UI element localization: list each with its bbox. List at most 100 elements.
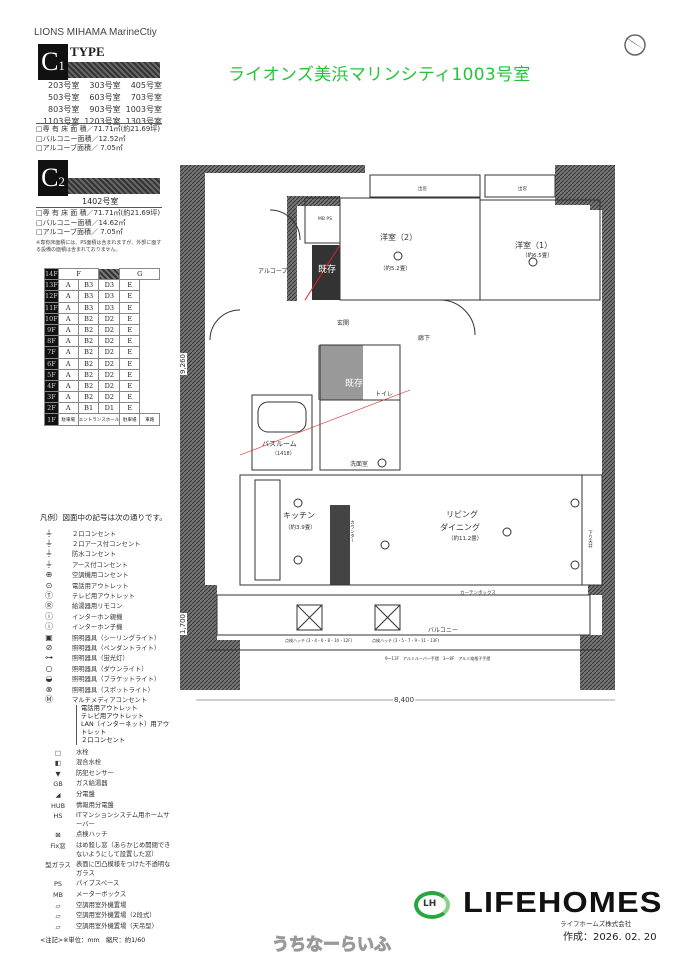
floor-cell: A: [57, 357, 79, 370]
legend-label: マルチメディアコンセント: [72, 696, 148, 704]
company-logo-text: LIFEHOMES: [463, 887, 663, 919]
legend-label: 混合水栓: [76, 759, 102, 767]
type-bar: [68, 62, 160, 78]
floor-cell: E: [119, 391, 141, 404]
legend-symbol-icon: ⊠: [55, 831, 61, 840]
floor-cell: A: [57, 346, 79, 359]
legend-title: 凡例）図面中の記号は次の通りです。: [40, 513, 167, 522]
kitchen-label: キッチン: [283, 511, 315, 520]
floor-cell: B2: [77, 368, 100, 381]
legend-label: インターホン子機: [72, 624, 123, 632]
floor-cell: E: [119, 402, 141, 415]
floor-cell: D2: [98, 368, 121, 381]
bath-size: （1418）: [272, 451, 295, 457]
outlet-waterproof-icon: ⏚: [45, 549, 53, 559]
c1-areas: □専 有 床 面 積／71.71㎡(約21.69坪)□バルコニー面積／12.52…: [36, 125, 161, 152]
floor-cell: D2: [98, 335, 121, 348]
down-light-icon: ○: [45, 663, 53, 673]
room-size: （約3.9畳）: [285, 523, 316, 531]
legend-label: 空調機用コンセント: [72, 572, 129, 580]
floor-cell: D2: [98, 323, 121, 337]
legend-note: <注記>※単位：mm 縮尺：約1/60: [40, 937, 146, 945]
floor-cell: D2: [98, 346, 121, 359]
legend-symbol-icon: ▱: [55, 912, 61, 921]
fluorescent-light-icon: ⊶: [45, 653, 53, 663]
floor-cell: B1: [77, 402, 100, 415]
floor-cell: 6F: [44, 357, 59, 370]
intercom-main-icon: ⓘ: [45, 611, 53, 621]
dimension-vertical-main: 9,260: [179, 352, 188, 376]
legend-symbol-icon: MB: [52, 890, 64, 899]
legend-label: パイプスペース: [76, 880, 120, 888]
floor-cell: D2: [98, 357, 121, 370]
legend-item: ○照明器具（ダウンライト）: [40, 663, 175, 673]
outlet-2-earth-icon: ⏚: [45, 539, 53, 549]
floor-cell: D3: [98, 279, 121, 292]
legend-symbol-icon: 型ガラス: [45, 861, 71, 870]
floor-cell: 13F: [44, 279, 59, 292]
legend-item: ⊶照明器具（蛍光灯）: [40, 653, 175, 663]
phone-outlet-icon: ⊙: [45, 580, 53, 590]
legend-label: 電話用アウトレット: [72, 582, 129, 590]
type-bar: [68, 178, 160, 194]
legend-label: 空調用室外機置場（天吊型）: [76, 922, 158, 930]
legend-item: ◒照明器具（ブラケットライト）: [40, 673, 175, 683]
legend-label: ２口コンセント: [72, 530, 117, 538]
legend-symbol-icon: ▱: [55, 901, 61, 910]
room-size: （約11.2畳）: [448, 534, 482, 542]
floor-cell: B2: [77, 346, 100, 359]
floor-cell: 11F: [44, 301, 59, 314]
watermark: うちなーらいふ: [272, 935, 392, 956]
legend-symbol-icon: □: [54, 748, 62, 757]
hallway-label: 廊下: [418, 334, 430, 342]
floor-cell: 7F: [44, 346, 59, 359]
legend-item: ▣照明器具（シーリングライト）: [40, 632, 175, 642]
bay-window-label: 出窓: [518, 185, 527, 192]
alcove-label: アルコーブ: [258, 267, 287, 275]
counter-label: カウンター: [350, 520, 355, 543]
bracket-light-icon: ◒: [45, 674, 53, 684]
legend-item: ⏚２口コンセント: [40, 528, 175, 538]
floor-cell: E: [119, 301, 141, 314]
legend-label: アース付コンセント: [72, 561, 128, 569]
legend-label: 防犯センサー: [76, 769, 114, 777]
legend-label: はめ殺し窓（あらかじめ開閉できないようにして設置した窓）: [76, 841, 171, 858]
floor-cell: B3: [77, 290, 100, 303]
outlet-earth-icon: ⏚: [45, 559, 53, 569]
dining-label: ダイニング: [440, 522, 480, 532]
legend: 凡例）図面中の記号は次の通りです。 ⏚２口コンセント⏚２口アース付コンセント⏚防…: [40, 512, 175, 944]
mbps-label: MB PS: [318, 216, 332, 222]
created-date: 作成：2026. 02. 20: [563, 932, 657, 943]
floor-cell: A: [57, 312, 79, 325]
lowered-ceiling-label: 下り天井: [588, 530, 593, 550]
legend-label: ITマンションシステム用ホームサーバー: [76, 812, 170, 828]
legend-label: ガス給湯器: [76, 780, 108, 788]
floor-cell: B2: [77, 312, 100, 325]
legend-label: 点検ハッチ: [76, 831, 108, 839]
room-western2: 洋室（2）: [380, 232, 417, 242]
floor-cell: A: [57, 301, 79, 314]
curtain-box-label: カーテンボックス: [460, 589, 496, 596]
legend-item: ▼防犯センサー: [40, 770, 175, 779]
legend-label: 空調用室外機置場: [76, 901, 127, 909]
legend-item: ⊗照明器具（スポットライト）: [40, 684, 175, 694]
legend-item: ⏚防水コンセント: [40, 549, 175, 559]
legend-item: ▱空調用室外機置場（2段式）: [40, 912, 175, 921]
railing-note: 9～13F アルミルーバー手摺 3～8F アルミ縦格子手摺: [385, 655, 490, 661]
legend-label: 表面に凹凸模様をつけた不透明なガラス: [76, 861, 171, 877]
legend-label: 給湯器用リモコン: [72, 603, 123, 611]
walls: [180, 165, 615, 690]
floor-cell: A: [57, 368, 79, 381]
existing-storage: [312, 245, 340, 300]
